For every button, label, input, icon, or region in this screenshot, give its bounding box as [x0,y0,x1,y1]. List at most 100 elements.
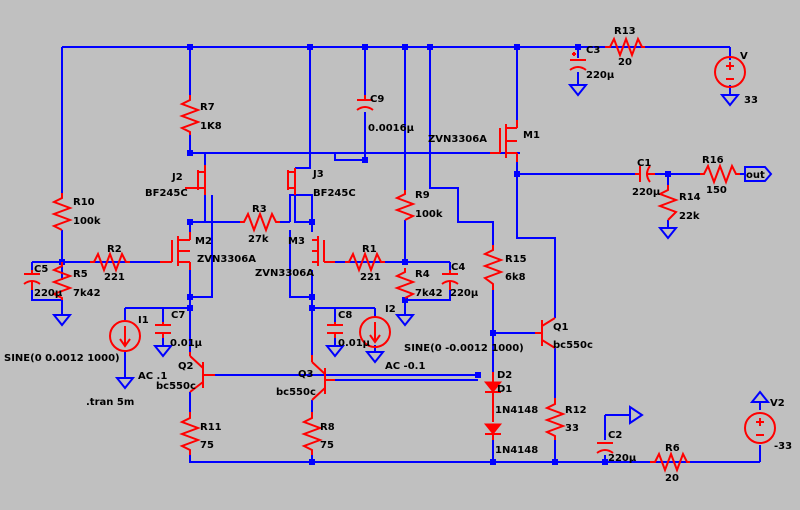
junctions [59,44,671,465]
resistor-r1 [345,251,385,273]
label-c8-value: 0.01µ [338,338,371,349]
label-c7-value: 0.01µ [170,338,203,349]
label-r3-value: 27k [248,234,269,245]
capacitor-c1 [635,165,655,183]
resistor-r2 [90,251,130,273]
mosfet-m1 [490,120,518,162]
label-m1-value: ZVN3306A [428,134,487,145]
label-r2: R2 [107,244,122,255]
resistor-r3 [240,211,280,233]
label-r1-value: 221 [360,272,381,283]
label-q2: Q2 [178,361,194,372]
label-j3-value: BF245C [313,188,356,199]
label-r2-value: 221 [104,272,125,283]
resistor-r9 [394,190,416,221]
label-r4-value: 7k42 [415,288,443,299]
label-r4: R4 [415,269,430,280]
label-r6-value: 20 [665,473,679,484]
label-c4: C4 [451,262,465,273]
bjt-q3 [311,355,335,401]
label-q1-value: bc550c [553,340,593,351]
label-c1: C1 [637,158,651,169]
label-j3: J3 [312,169,324,180]
ground-2 [394,314,416,327]
ground-5 [324,345,346,358]
label-d1-value: 1N4148 [495,445,538,456]
ground-7 [567,84,589,97]
bjt-q2 [189,352,215,393]
label-r15-value: 6k8 [505,272,526,283]
label-q2-value: bc550c [156,381,196,392]
resistor-r6 [650,451,690,473]
labels: R7 1K8 R13 20 C3 220µ V 33 C9 0.0016µ ZV… [4,26,792,484]
label-q3-value: bc550c [276,387,316,398]
label-i2-ac: AC -0.1 [385,361,425,372]
resistor-r16 [700,163,740,185]
label-q3: Q3 [298,369,314,380]
label-out: out [746,170,765,181]
label-r9-value: 100k [415,209,443,220]
resistor-r14 [657,185,679,221]
label-v2: V2 [770,398,785,409]
label-c2-value: 220µ [608,453,637,464]
label-c5: C5 [34,264,48,275]
voltage-source-v2 [744,412,776,444]
capacitor-c2 [596,442,614,454]
label-v: V [740,51,748,62]
label-r14-value: 22k [679,211,700,222]
ground-1 [51,314,73,327]
label-d2-value: 1N4148 [495,405,538,416]
label-i1-sine: SINE(0 0.0012 1000) [4,353,120,364]
label-r11-value: 75 [200,440,214,451]
transistors [160,120,556,401]
label-m3-value: ZVN3306A [255,268,314,279]
label-r7: R7 [200,102,215,113]
label-r10: R10 [73,197,95,208]
wires [31,46,761,463]
label-i1: I1 [138,315,149,326]
label-i2: I2 [385,304,396,315]
resistor-r7 [179,95,201,135]
label-c3: C3 [586,45,600,56]
ground-8 [719,94,741,107]
sources [109,56,776,444]
label-r10-value: 100k [73,216,101,227]
bjt-q1 [535,317,556,349]
label-j2-value: BF245C [145,188,188,199]
ground-6 [364,351,386,364]
out-port [744,166,773,182]
label-c9: C9 [370,94,384,105]
label-r1: R1 [362,244,377,255]
ground-9 [657,227,679,240]
label-r16: R16 [702,155,724,166]
ground-4 [152,345,174,358]
capacitor-c9 [356,95,374,111]
capacitor-c5 [23,270,41,290]
resistor-r11 [179,412,201,455]
label-r12: R12 [565,405,587,416]
ground-11 [629,405,644,425]
current-source-i1 [109,320,141,352]
capacitor-c7 [155,322,171,338]
label-r16-value: 150 [706,185,727,196]
resistor-r4 [394,268,416,299]
label-r12-value: 33 [565,423,579,434]
label-c7: C7 [171,310,185,321]
voltage-source-v [714,56,746,88]
jfet-j3 [287,168,296,195]
ground-10 [749,390,771,403]
label-j2: J2 [171,172,183,183]
label-q1: Q1 [553,322,569,333]
label-c3-value: 220µ [586,70,615,81]
label-r5-value: 7k42 [73,288,101,299]
label-r8: R8 [320,422,335,433]
resistor-r13 [605,36,645,58]
capacitor-c8 [327,322,343,338]
resistor-r10 [51,193,73,231]
capacitor-c4 [441,270,459,290]
mosfet-m3 [312,236,335,266]
label-m2-value: ZVN3306A [197,254,256,265]
resistors [51,36,740,473]
label-m2: M2 [195,236,212,247]
label-tran: .tran 5m [86,397,134,408]
